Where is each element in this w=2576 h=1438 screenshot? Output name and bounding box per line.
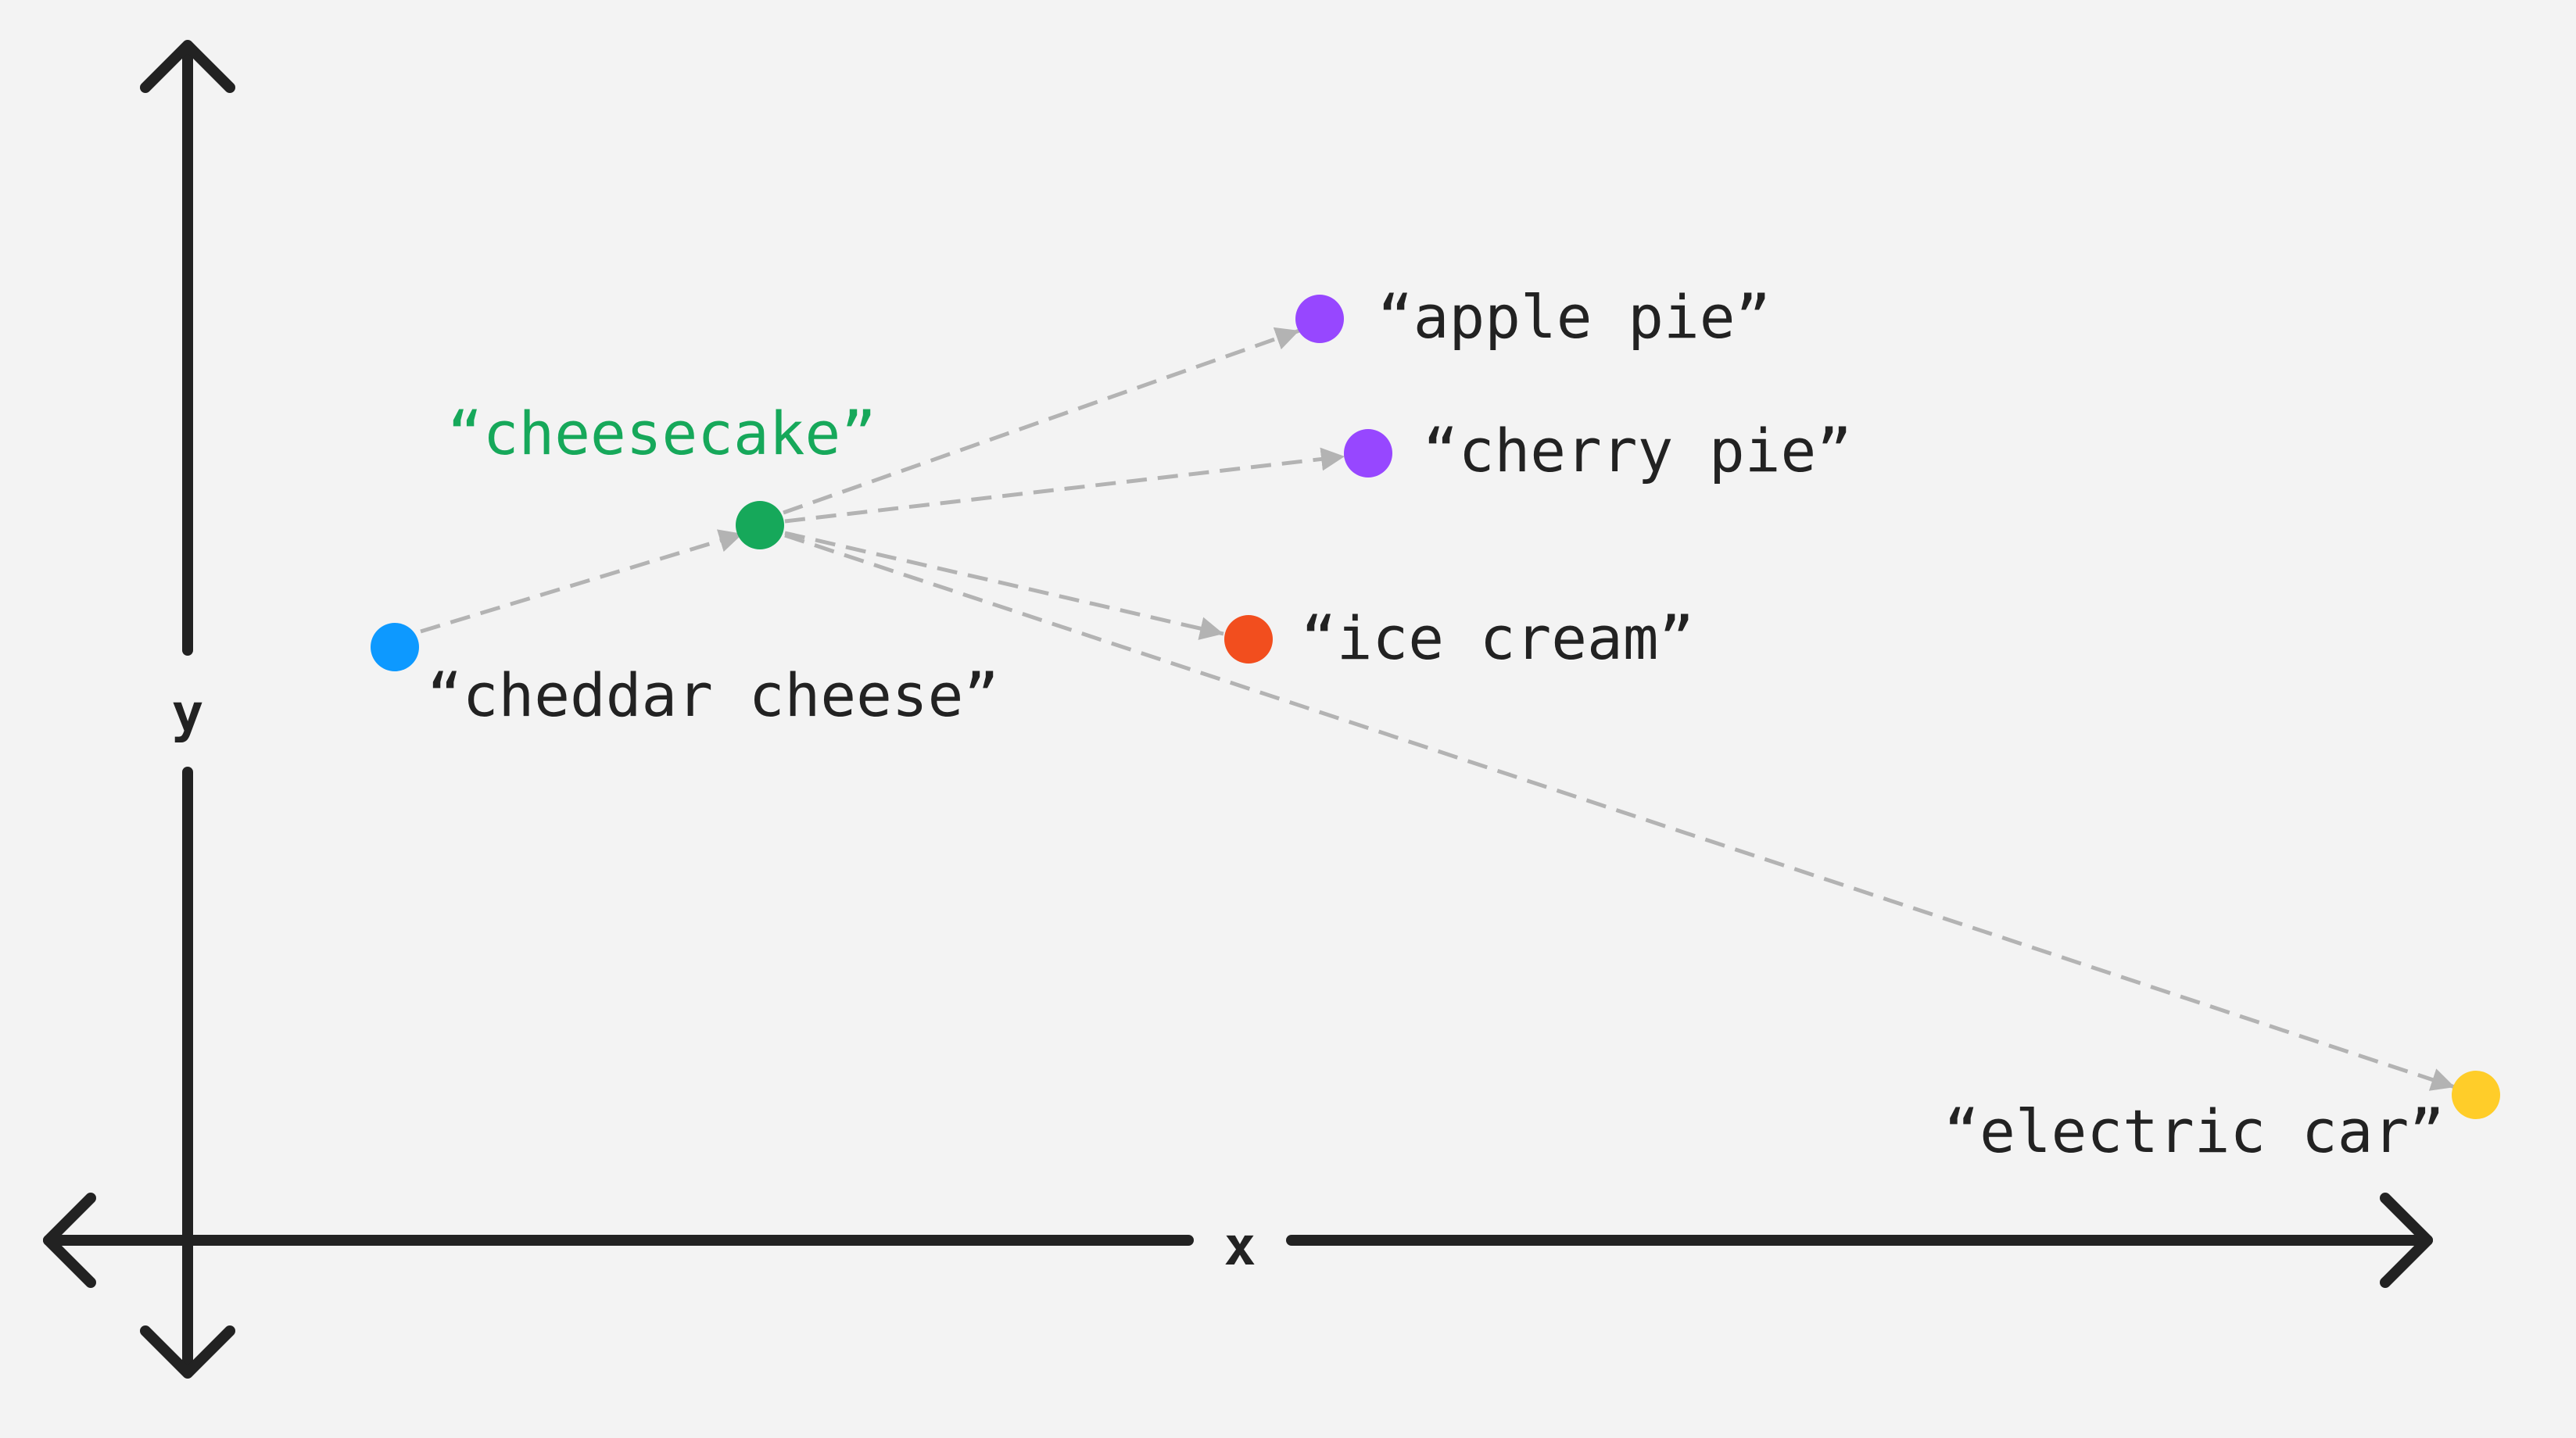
- y-axis-label: y: [172, 683, 204, 745]
- label-cherry-pie: “cherry pie”: [1423, 416, 1852, 485]
- connectors: [420, 327, 2456, 1091]
- connector-cheesecake-electric-car: [784, 533, 2456, 1091]
- x-axis-label: x: [1224, 1216, 1256, 1278]
- point-cherry-pie: [1344, 429, 1392, 478]
- connector-cheesecake-cherry-pie: [784, 447, 1345, 524]
- connector-cheesecake-apple-pie: [783, 327, 1300, 515]
- point-ice-cream: [1224, 615, 1273, 664]
- connector-cheddar-cheese-cheesecake: [420, 529, 743, 634]
- point-cheddar-cheese: [371, 623, 419, 671]
- point-electric-car: [2452, 1071, 2500, 1119]
- axes: [43, 40, 2433, 1379]
- point-apple-pie: [1295, 295, 1344, 343]
- label-cheesecake: “cheesecake”: [447, 399, 876, 468]
- points: [371, 295, 2500, 1119]
- x-axis-left-arrow-icon: [43, 1193, 96, 1288]
- point-cheesecake: [736, 501, 784, 549]
- y-axis-up-arrow-icon: [140, 40, 235, 93]
- label-electric-car: “electric car”: [1944, 1096, 2445, 1166]
- label-ice-cream: “ice cream”: [1301, 603, 1694, 673]
- x-axis-right-arrow-icon: [2380, 1193, 2433, 1288]
- label-apple-pie: “apple pie”: [1378, 282, 1771, 352]
- connector-cheesecake-ice-cream: [784, 531, 1224, 640]
- y-axis-down-arrow-icon: [140, 1325, 235, 1379]
- label-cheddar-cheese: “cheddar cheese”: [427, 660, 999, 730]
- point-labels: “cheesecake” “apple pie” “cherry pie” “i…: [427, 282, 2445, 1166]
